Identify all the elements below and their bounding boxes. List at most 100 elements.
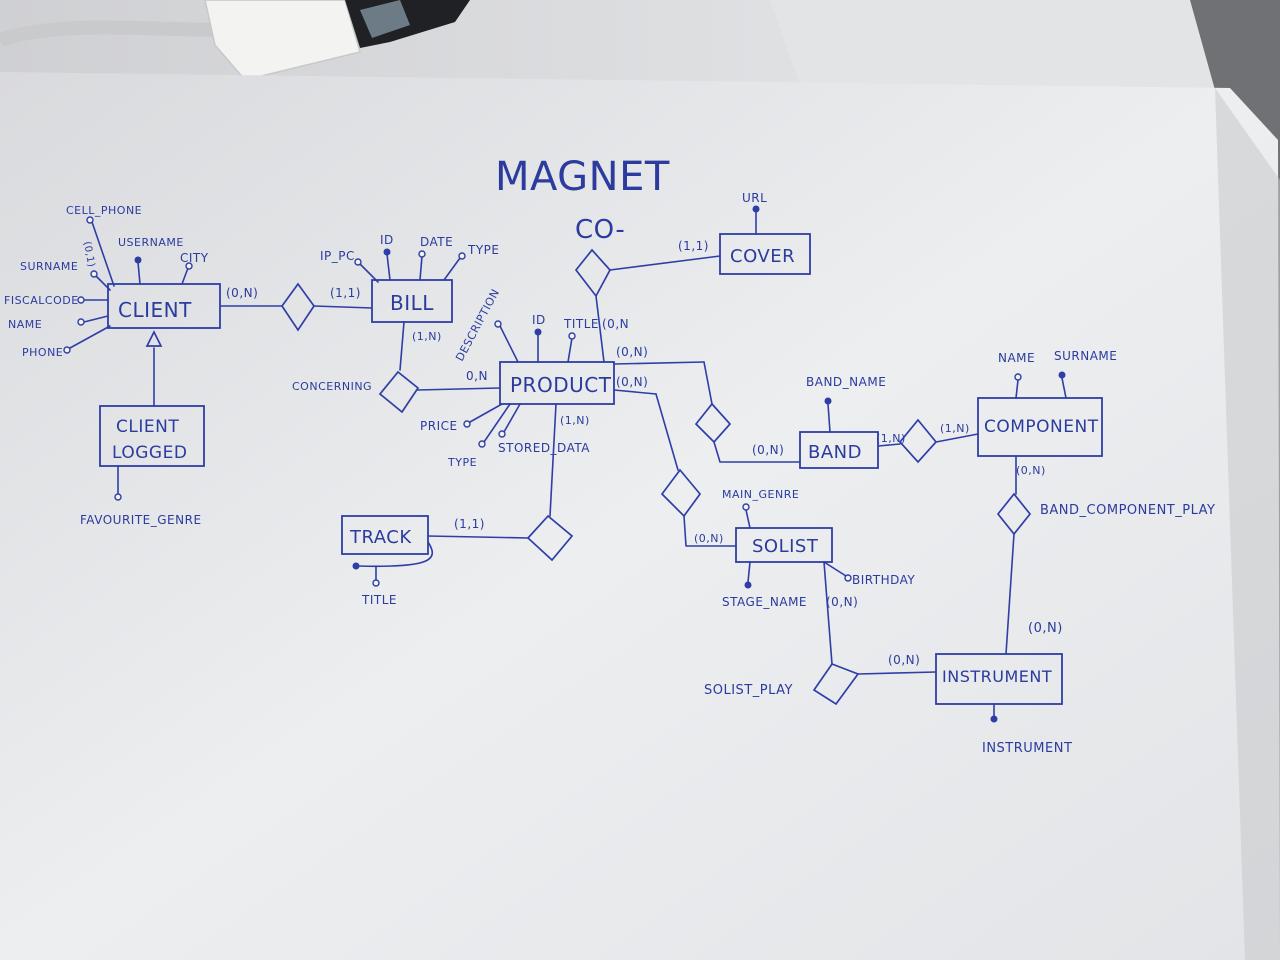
attr-dot-bill-type [458,252,466,260]
attr-band-name: BAND_NAME [806,375,886,389]
attr-dot-product-id [534,328,542,336]
attr-url: URL [742,191,767,205]
attr-bill-id: ID [380,233,394,247]
attr-product-type: TYPE [447,456,477,469]
attr-dot-main-genre [742,503,750,511]
attr-name-component: NAME [998,351,1035,365]
attr-name-client: NAME [8,318,42,331]
card-client-bill: (0,N) [226,286,258,300]
relationship-concerning-label: CONCERNING [292,380,372,393]
card-product-concerning: 0,N [466,369,488,383]
attr-track-title: TITLE [361,593,397,607]
card-component-play: (0,N) [1016,464,1046,477]
attr-dot-track-fill [352,562,360,570]
card-component-band: (1,N) [940,422,970,435]
entity-client-logged-line1: CLIENT [116,417,179,437]
attr-dot-username [134,256,142,264]
attr-dot-birthday [844,574,852,582]
attr-title-product: TITLE [563,317,599,331]
card-instrument-solist: (0,N) [888,653,920,667]
card-product-band: (0,N) [616,345,648,359]
attr-dot-instrument [990,715,998,723]
attr-birthday: BIRTHDAY [852,573,915,587]
attr-dot-stage-name [744,581,752,589]
entity-band [799,431,879,469]
relationship-product-solist [660,468,702,518]
attr-dot-url [752,205,760,213]
attr-phone: PHONE [22,346,63,359]
diagram-title: MAGNET [495,154,670,200]
card-cover-rel: (1,1) [678,239,709,253]
entity-product-label: PRODUCT [510,373,612,397]
relationship-product-cover [574,248,612,298]
entity-instrument-label: INSTRUMENT [942,667,1052,686]
card-product-solist: (0,N) [616,375,648,389]
entity-solist [735,527,833,563]
attr-dot-product-type [478,440,486,448]
attr-price: PRICE [420,419,458,433]
entity-client-label: CLIENT [118,298,192,322]
entity-cover [719,233,811,275]
attr-dot-surname-component [1058,371,1066,379]
attr-dot-band-name [824,397,832,405]
relationship-solist-play [812,662,860,706]
entity-product [499,361,615,405]
attr-instrument: INSTRUMENT [982,741,1072,756]
attr-dot-price [463,420,471,428]
attr-dot-title [568,332,576,340]
entity-bill-label: BILL [390,291,434,315]
attr-fiscalcode: FISCALCODE [4,294,79,307]
attr-surname-component: SURNAME [1054,349,1117,363]
entity-band-label: BAND [808,442,862,463]
relationship-band-component [898,418,938,464]
attr-dot-phone [63,346,71,354]
entity-client-logged [99,405,205,467]
generalization-arrow [145,330,163,347]
relationship-band-component-play-label: BAND_COMPONENT_PLAY [1040,503,1215,518]
attr-favourite-genre: FAVOURITE_GENRE [80,513,202,527]
card-bill-concerning: (1,N) [412,330,442,343]
attr-city: CITY [180,251,209,265]
fragment-text: CO- [575,215,625,245]
attr-surname-client: SURNAME [20,260,78,273]
entity-solist-label: SOLIST [752,536,819,557]
attr-dot-name-component [1014,373,1022,381]
relationship-product-band [694,402,732,444]
relationship-client-bill [280,282,316,332]
card-band-product: (0,N) [752,443,784,457]
entity-component [977,397,1103,457]
card-track-rel: (1,1) [454,517,485,531]
attr-dot-favourite-genre [114,493,122,501]
attr-stage-name: STAGE_NAME [722,595,807,609]
card-band-component: (1,N) [876,432,906,445]
relationship-product-track [526,514,574,562]
attr-dot-stored-data [498,430,506,438]
attr-dot-track-title [372,579,380,587]
attr-dot-city [185,262,193,270]
attr-ip-pc: IP_PC [320,249,355,263]
card-product-track: (1,N) [560,414,590,427]
attr-bill-type: TYPE [467,243,499,257]
card-solist-product: (0,N) [694,532,724,545]
attr-product-id: ID [532,313,546,327]
attr-dot-surname [90,270,98,278]
entity-cover-label: COVER [730,246,795,267]
attr-dot-fiscalcode [77,296,85,304]
entity-track [341,515,429,555]
attr-username: USERNAME [118,236,184,249]
attr-stored-data: STORED_DATA [498,441,590,455]
relationship-solist-play-label: SOLIST_PLAY [704,683,793,698]
attr-dot-bill-id [383,248,391,256]
relationship-band-component-play [996,492,1032,536]
attr-dot-name [77,318,85,326]
attr-date: DATE [420,235,453,249]
card-bill-client: (1,1) [330,286,361,300]
entity-instrument [935,653,1063,705]
attr-dot-ip-pc [354,258,362,266]
entity-client-logged-line2: LOGGED [112,443,187,463]
entity-track-label: TRACK [349,527,412,548]
attr-dot-date [418,250,426,258]
entity-bill [371,279,453,323]
